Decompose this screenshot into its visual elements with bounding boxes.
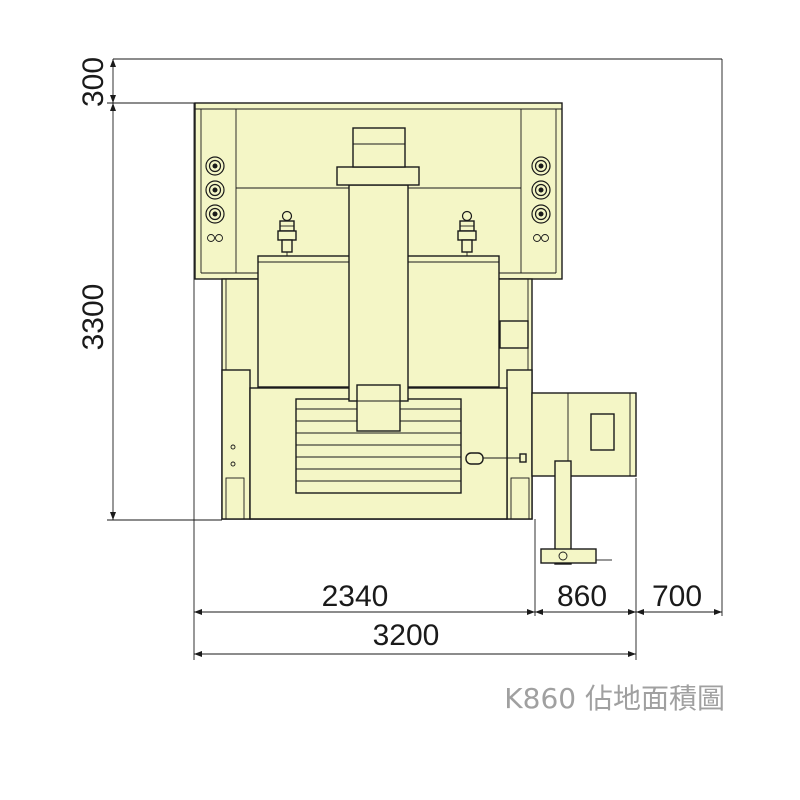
right-roller-stack-icon [531, 156, 551, 242]
left-column-base [221, 369, 251, 520]
dimension-lines [107, 58, 723, 660]
left-motor-icon [277, 210, 297, 256]
table-connector-icon [465, 452, 527, 465]
cabinet-panel [590, 413, 615, 451]
operator-pendant-arm [540, 460, 612, 565]
dim-label-machine-depth: 3300 [77, 284, 110, 351]
machine-plan [194, 102, 637, 565]
right-motor-icon [457, 210, 477, 256]
dim-label-right-clearance: 700 [652, 580, 702, 613]
drawing-caption: K860 佔地面積圖 [504, 682, 725, 715]
vertical-ram [348, 184, 409, 402]
left-roller-stack-icon [205, 156, 225, 242]
dim-label-machine-width: 2340 [322, 580, 389, 613]
dim-label-side-unit-width: 860 [557, 580, 607, 613]
spindle-head [356, 384, 401, 432]
control-cabinet [531, 392, 637, 477]
dim-label-overall-width: 3200 [373, 619, 440, 652]
dim-label-top-clearance: 300 [77, 57, 110, 107]
